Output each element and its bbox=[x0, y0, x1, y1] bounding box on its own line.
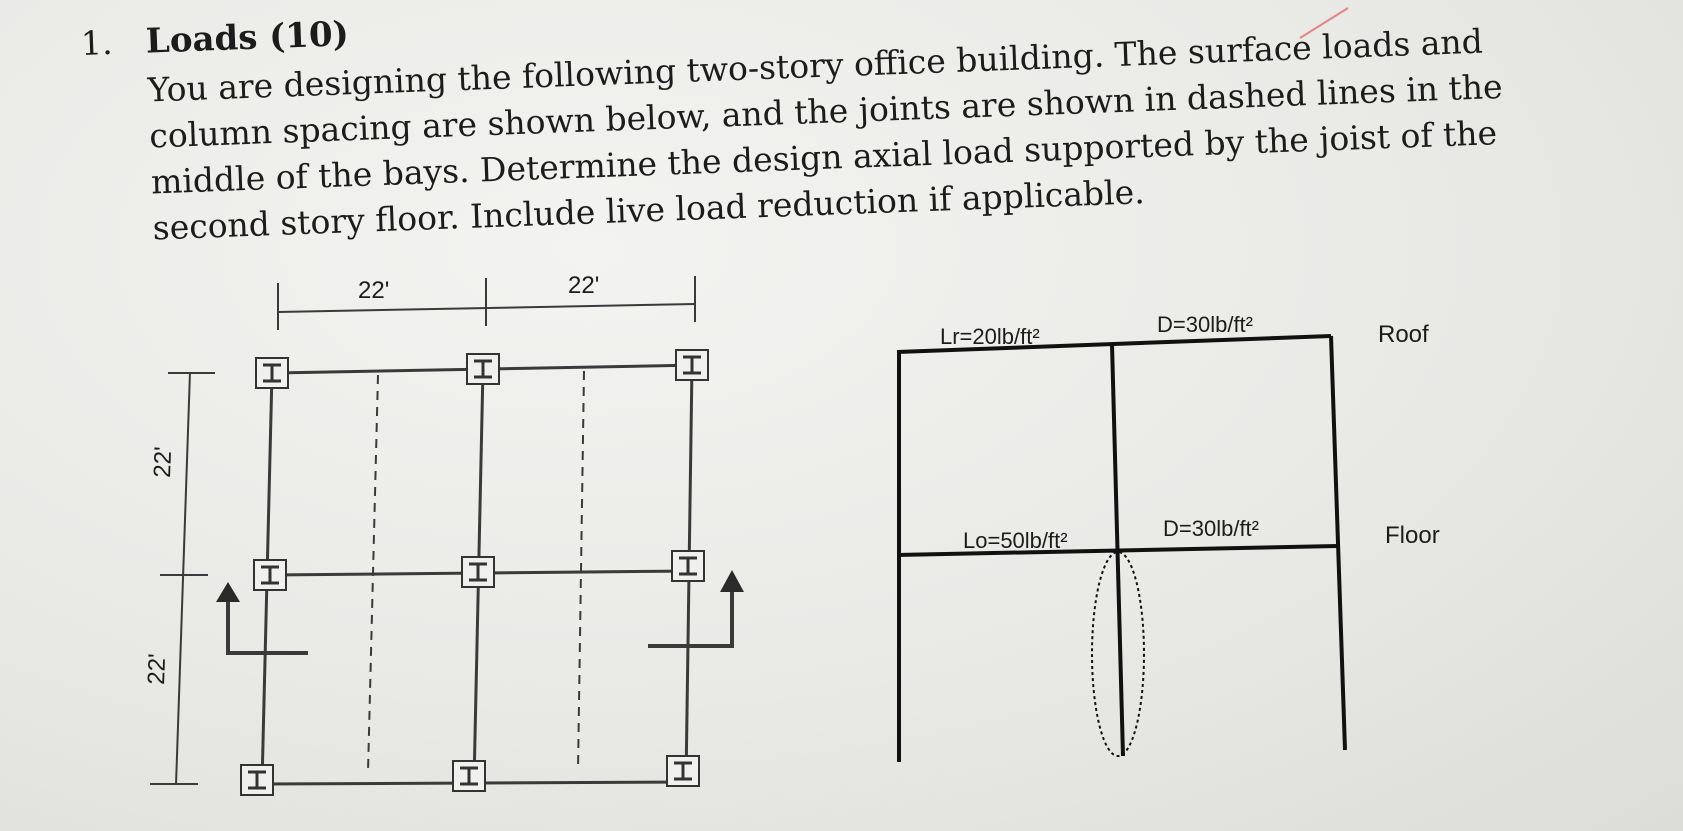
joist-dashed-right bbox=[577, 370, 585, 771]
dim-label-side-upper: 22' bbox=[149, 446, 177, 478]
column-i-section-icon bbox=[466, 353, 500, 385]
column-i-section-icon bbox=[666, 755, 700, 787]
floor-live-load: Lo=50lb/ft² bbox=[963, 528, 1068, 553]
arrow-up-icon bbox=[216, 582, 240, 602]
dimension-line-side bbox=[175, 371, 191, 786]
column-i-section-icon bbox=[253, 559, 287, 591]
column-i-section-icon bbox=[452, 760, 486, 792]
column-center bbox=[1110, 343, 1125, 757]
column-right bbox=[1329, 335, 1347, 751]
roof-dead-load: D=30lb/ft² bbox=[1157, 312, 1253, 337]
floor-dead-load: D=30lb/ft² bbox=[1163, 516, 1259, 541]
dim-label-side-lower: 22' bbox=[143, 653, 171, 685]
column-i-section-icon bbox=[240, 764, 274, 796]
elevation bbox=[896, 334, 1347, 762]
dim-label-top-right: 22' bbox=[568, 272, 599, 299]
column-i-section-icon bbox=[255, 357, 289, 389]
roof-live-load: Lr=20lb/ft² bbox=[940, 324, 1040, 349]
pen-mark bbox=[1299, 7, 1349, 39]
arrow-up-icon bbox=[720, 570, 744, 592]
section-cut-right bbox=[648, 590, 734, 648]
dim-label-top-left: 22' bbox=[358, 277, 389, 304]
column-i-section-icon bbox=[675, 349, 709, 381]
highlight-ellipse bbox=[1091, 551, 1145, 757]
section-cut-left bbox=[226, 600, 308, 655]
joist-dashed-left bbox=[367, 374, 379, 773]
floor-label: Floor bbox=[1385, 522, 1440, 549]
column-i-section-icon bbox=[671, 550, 705, 582]
columns bbox=[240, 349, 709, 796]
roof-label: Roof bbox=[1378, 321, 1429, 348]
column-i-section-icon bbox=[461, 556, 495, 588]
floor-plan bbox=[150, 276, 744, 786]
